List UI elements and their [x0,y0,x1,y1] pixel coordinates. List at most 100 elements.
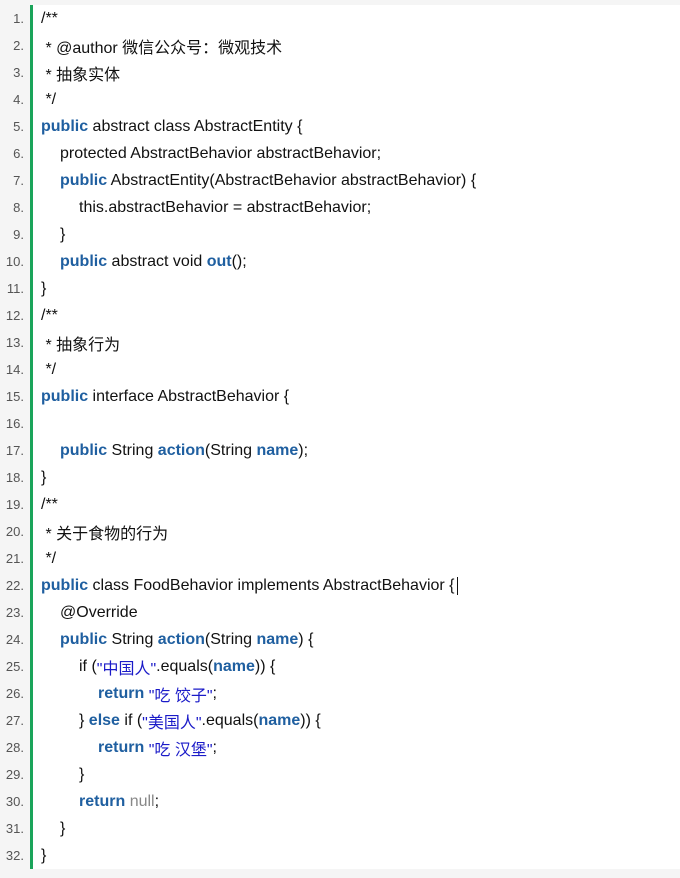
code-line: 24. public String action(String name) { [0,626,680,653]
code-text[interactable]: } [33,275,680,302]
gutter-bar [30,356,33,383]
code-text[interactable]: } [33,221,680,248]
code-line: 19. /** [0,491,680,518]
code-text[interactable]: */ [33,86,680,113]
code-text[interactable]: public String action(String name); [33,437,680,464]
line-number: 18. [0,470,30,485]
gutter-bar [30,734,33,761]
code-text[interactable]: * 抽象行为 [33,329,680,356]
code-text[interactable] [33,410,680,437]
gutter-bar [30,788,33,815]
code-text[interactable]: */ [33,356,680,383]
line-number: 30. [0,794,30,809]
gutter-bar [30,59,33,86]
gutter-bar [30,194,33,221]
gutter-bar [30,275,33,302]
line-number: 3. [0,65,30,80]
line-number: 32. [0,848,30,863]
code-text[interactable]: } [33,464,680,491]
line-number: 28. [0,740,30,755]
gutter-bar [30,140,33,167]
code-text[interactable]: return "吃 汉堡"; [33,734,680,761]
code-line: 13. * 抽象行为 [0,329,680,356]
line-number: 16. [0,416,30,431]
code-text[interactable]: public class FoodBehavior implements Abs… [33,572,680,599]
gutter-bar [30,545,33,572]
gutter-bar [30,491,33,518]
code-text[interactable]: public abstract class AbstractEntity { [33,113,680,140]
code-text[interactable]: } [33,842,680,869]
code-line: 10. public abstract void out(); [0,248,680,275]
line-number: 22. [0,578,30,593]
code-text[interactable]: @Override [33,599,680,626]
code-line: 17. public String action(String name); [0,437,680,464]
code-text[interactable]: /** [33,5,680,32]
line-number: 2. [0,38,30,53]
gutter-bar [30,842,33,869]
line-number: 4. [0,92,30,107]
line-number: 9. [0,227,30,242]
gutter-bar [30,167,33,194]
code-line: 26. return "吃 饺子"; [0,680,680,707]
code-text[interactable]: public String action(String name) { [33,626,680,653]
code-line: 32. } [0,842,680,869]
gutter-bar [30,815,33,842]
gutter-bar [30,221,33,248]
code-text[interactable]: } else if ("美国人".equals(name)) { [33,707,680,734]
code-text[interactable]: public interface AbstractBehavior { [33,383,680,410]
gutter-bar [30,383,33,410]
code-line: 11. } [0,275,680,302]
line-number: 29. [0,767,30,782]
code-text[interactable]: } [33,815,680,842]
code-line: 8. this.abstractBehavior = abstractBehav… [0,194,680,221]
code-text[interactable]: * @author 微信公众号：微观技术 [33,32,680,59]
code-line: 22. public class FoodBehavior implements… [0,572,680,599]
gutter-bar [30,329,33,356]
text-cursor [456,576,458,595]
line-number: 25. [0,659,30,674]
code-line: 31. } [0,815,680,842]
code-line: 23. @Override [0,599,680,626]
line-number: 14. [0,362,30,377]
gutter-bar [30,761,33,788]
gutter-bar [30,437,33,464]
code-line: 14. */ [0,356,680,383]
gutter-bar [30,410,33,437]
gutter-bar [30,653,33,680]
code-line: 4. */ [0,86,680,113]
code-text[interactable]: /** [33,302,680,329]
line-number: 6. [0,146,30,161]
line-number: 21. [0,551,30,566]
code-line: 27. } else if ("美国人".equals(name)) { [0,707,680,734]
line-number: 23. [0,605,30,620]
code-text[interactable]: /** [33,491,680,518]
line-number: 8. [0,200,30,215]
gutter-bar [30,302,33,329]
code-line: 18. } [0,464,680,491]
line-number: 27. [0,713,30,728]
code-text[interactable]: protected AbstractBehavior abstractBehav… [33,140,680,167]
line-number: 24. [0,632,30,647]
code-text[interactable]: * 关于食物的行为 [33,518,680,545]
gutter-bar [30,680,33,707]
code-text[interactable]: } [33,761,680,788]
code-line: 12. /** [0,302,680,329]
code-line: 21. */ [0,545,680,572]
gutter-bar [30,113,33,140]
code-text[interactable]: * 抽象实体 [33,59,680,86]
code-line: 28. return "吃 汉堡"; [0,734,680,761]
code-text[interactable]: return null; [33,788,680,815]
gutter-bar [30,572,33,599]
gutter-bar [30,464,33,491]
line-number: 11. [0,281,30,296]
code-text[interactable]: return "吃 饺子"; [33,680,680,707]
code-text[interactable]: */ [33,545,680,572]
gutter-bar [30,5,33,32]
code-text[interactable]: public AbstractEntity(AbstractBehavior a… [33,167,680,194]
code-text[interactable]: if ("中国人".equals(name)) { [33,653,680,680]
line-number: 1. [0,11,30,26]
code-text[interactable]: this.abstractBehavior = abstractBehavior… [33,194,680,221]
code-text[interactable]: public abstract void out(); [33,248,680,275]
line-number: 20. [0,524,30,539]
line-number: 15. [0,389,30,404]
